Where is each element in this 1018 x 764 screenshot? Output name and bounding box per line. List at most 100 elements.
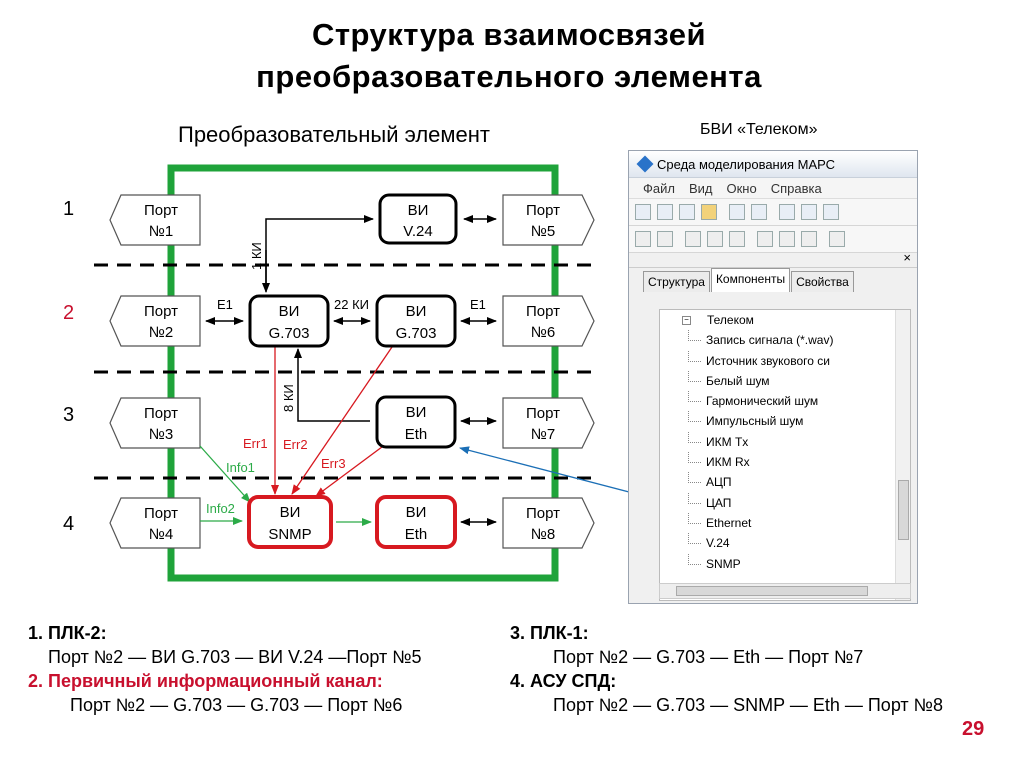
tree-branch-icon: [688, 330, 701, 342]
tree-branch-icon: [688, 370, 701, 382]
row-number-4: 4: [63, 513, 74, 535]
slide-title-line2: преобразовательного элемента: [256, 59, 762, 94]
port-left-2-line2: №2: [149, 324, 173, 341]
tree-branch-icon: [688, 350, 701, 362]
tab-components[interactable]: Компоненты: [710, 268, 791, 292]
group-icon[interactable]: [779, 231, 795, 247]
row-number-2: 2: [63, 302, 74, 324]
cut-icon[interactable]: [779, 204, 795, 220]
lightning-icon[interactable]: [829, 231, 845, 247]
distribute-icon[interactable]: [801, 231, 817, 247]
tree-item-label: АЦП: [706, 475, 732, 490]
tree-item[interactable]: ИКМ Rx: [660, 452, 910, 472]
hscroll-thumb[interactable]: [676, 586, 868, 596]
tree-hscroll[interactable]: [659, 583, 911, 599]
block-vi-eth-bottom-line1: ВИ: [406, 504, 427, 521]
bvi-label: БВИ «Телеком»: [700, 121, 818, 138]
row-number-1: 1: [63, 198, 74, 220]
tree-item-label: Источник звукового си: [706, 353, 830, 368]
vscroll-thumb[interactable]: [898, 480, 909, 540]
tab-structure[interactable]: Структура: [643, 271, 710, 292]
block-vi-g703-b: ВИ G.703: [375, 294, 457, 348]
tree-item[interactable]: Запись сигнала (*.wav): [660, 330, 910, 350]
tree-item[interactable]: Гармонический шум: [660, 391, 910, 411]
tree-branch-icon: [688, 452, 701, 464]
slide-title: Структура взаимосвязей преобразовательно…: [0, 14, 1018, 98]
tree-item[interactable]: Источник звукового си: [660, 350, 910, 371]
tree-item-label: ЦАП: [706, 495, 732, 510]
window-title: Среда моделирования МАРС: [657, 156, 836, 172]
tree-branch-icon: [688, 431, 701, 443]
paste-icon[interactable]: [823, 204, 839, 220]
label-e1-right: E1: [470, 297, 486, 312]
note-4-head: 4. АСУ СПД:: [510, 671, 617, 691]
toolbar-main: [629, 199, 917, 226]
tree-branch-icon: [688, 512, 701, 524]
tree-branch-icon: [688, 553, 701, 565]
port-left-2-line1: Порт: [144, 303, 178, 320]
label-info2: Info2: [206, 501, 235, 516]
label-err3: Err3: [321, 456, 346, 471]
tree-item-label: Запись сигнала (*.wav): [706, 333, 834, 348]
save-icon[interactable]: [729, 204, 745, 220]
panel-close-icon[interactable]: ×: [903, 250, 911, 265]
block-vi-snmp-line2: SNMP: [268, 526, 311, 543]
note-3: 3. ПЛК-1: Порт №2 — G.703 — Eth — Порт №…: [510, 621, 863, 669]
tree-item[interactable]: Белый шум: [660, 370, 910, 391]
menu-help[interactable]: Справка: [770, 180, 822, 196]
grid-icon[interactable]: [657, 204, 673, 220]
line-icon[interactable]: [685, 231, 701, 247]
port-left-3: Порт №3: [109, 397, 201, 449]
copy-icon[interactable]: [801, 204, 817, 220]
arrow-icon[interactable]: [707, 231, 723, 247]
menu-view[interactable]: Вид: [688, 180, 713, 196]
binary-icon[interactable]: [679, 204, 695, 220]
tree-item-label: Импульсный шум: [706, 414, 804, 429]
save-all-icon[interactable]: [751, 204, 767, 220]
port-right-8-line1: Порт: [526, 505, 560, 522]
tree-item[interactable]: Импульсный шум: [660, 411, 910, 431]
port-right-6-line2: №6: [531, 324, 555, 341]
port-left-4-line2: №4: [149, 526, 173, 543]
new-file-icon[interactable]: [635, 204, 651, 220]
connect-icon[interactable]: [729, 231, 745, 247]
port-right-7-line2: №7: [531, 426, 555, 443]
tree-vscroll[interactable]: [895, 310, 910, 600]
tree-branch-icon: [688, 533, 701, 545]
tab-properties[interactable]: Свойства: [791, 271, 854, 292]
open-folder-icon[interactable]: [701, 204, 717, 220]
port-right-7: Порт №7: [502, 397, 595, 449]
block-vi-v24-line2: V.24: [403, 223, 432, 240]
tree-item[interactable]: ИКМ Tx: [660, 431, 910, 452]
label-err1: Err1: [243, 436, 268, 451]
tree-item-label: V.24: [706, 536, 730, 551]
collapse-icon[interactable]: −: [682, 316, 691, 326]
note-1-head: 1. ПЛК-2:: [28, 623, 107, 643]
tree-item[interactable]: Ethernet: [660, 512, 910, 533]
mars-window: Среда моделирования МАРС Файл Вид Окно С…: [628, 150, 918, 604]
tree-branch-icon: [688, 492, 701, 504]
tree-item[interactable]: V.24: [660, 533, 910, 553]
tree-item[interactable]: ЦАП: [660, 492, 910, 513]
block-vi-g703-a-line1: ВИ: [279, 303, 300, 320]
tree-root-telecom[interactable]: −Телеком: [660, 310, 910, 330]
select-grid-icon[interactable]: [635, 231, 651, 247]
note-4-body: Порт №2 — G.703 — SNMP — Eth — Порт №8: [553, 695, 943, 715]
port-left-3-line2: №3: [149, 426, 173, 443]
label-e1-left: E1: [217, 297, 233, 312]
tree-item[interactable]: АЦП: [660, 472, 910, 492]
menu-bar: Файл Вид Окно Справка: [629, 178, 917, 199]
block-vi-eth-bottom: ВИ Eth: [375, 495, 457, 549]
link-err2: [291, 346, 393, 495]
move-icon[interactable]: [657, 231, 673, 247]
note-1: 1. ПЛК-2: Порт №2 — ВИ G.703 — ВИ V.24 —…: [28, 621, 422, 669]
menu-window[interactable]: Окно: [726, 180, 757, 196]
block-vi-eth-top: ВИ Eth: [375, 395, 457, 449]
block-vi-eth-top-line1: ВИ: [406, 404, 427, 421]
tree-item[interactable]: SNMP: [660, 553, 910, 574]
align-icon[interactable]: [757, 231, 773, 247]
menu-file[interactable]: Файл: [643, 180, 675, 196]
note-4: 4. АСУ СПД: Порт №2 — G.703 — SNMP — Eth…: [510, 669, 943, 717]
note-3-body: Порт №2 — G.703 — Eth — Порт №7: [553, 647, 864, 667]
